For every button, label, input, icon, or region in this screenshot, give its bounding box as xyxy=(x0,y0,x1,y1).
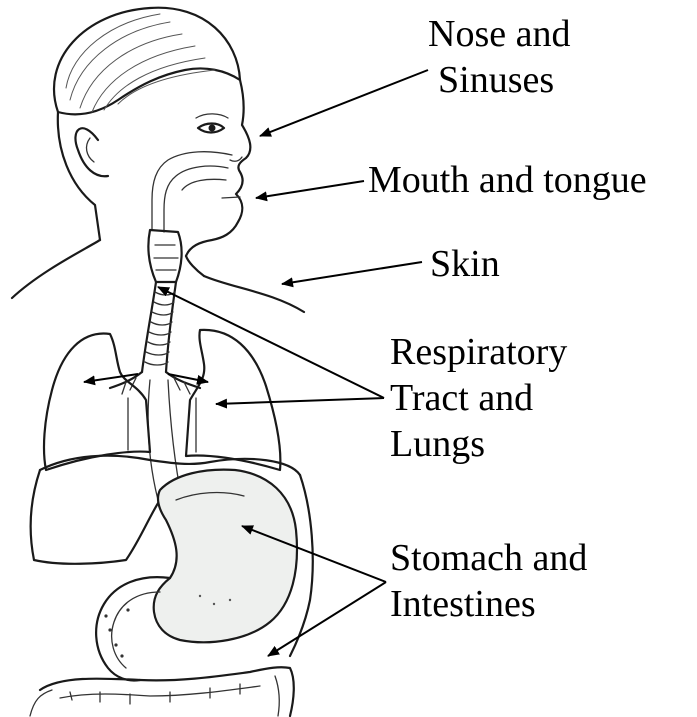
shoulders xyxy=(12,240,304,312)
trachea-left xyxy=(142,282,156,372)
label-skin: Skin xyxy=(430,243,500,285)
label-resp-line1: Respiratory xyxy=(390,331,567,373)
ear xyxy=(75,128,108,176)
lungs xyxy=(44,330,280,470)
label-resp-line3: Lungs xyxy=(390,423,485,465)
left-shoulder xyxy=(12,240,100,298)
head-illustration xyxy=(54,8,250,276)
head-back xyxy=(58,112,100,240)
pointer-skin xyxy=(282,262,422,284)
abdomen xyxy=(30,456,313,716)
label-nose-line2: Sinuses xyxy=(438,59,554,101)
stomach xyxy=(154,470,297,643)
labels: Nose and Sinuses Mouth and tongue Skin R… xyxy=(368,13,647,625)
left-lung xyxy=(44,334,150,470)
pointer-lungs xyxy=(216,398,384,404)
label-nose-line1: Nose and xyxy=(428,13,570,55)
neck-front xyxy=(186,256,204,276)
right-lung xyxy=(186,330,280,470)
liver xyxy=(31,470,160,564)
label-mouth: Mouth and tongue xyxy=(368,159,647,201)
label-stomach-line1: Stomach and xyxy=(390,537,587,579)
large-intestine-top xyxy=(40,667,294,716)
hair-outline xyxy=(54,8,240,115)
label-resp-line2: Tract and xyxy=(390,377,533,419)
pointer-nose xyxy=(260,70,428,136)
larynx xyxy=(148,230,181,282)
pointer-mouth xyxy=(256,181,364,198)
pointer-trachea xyxy=(158,287,384,398)
right-shoulder xyxy=(204,276,304,312)
label-stomach-line2: Intestines xyxy=(390,583,536,625)
